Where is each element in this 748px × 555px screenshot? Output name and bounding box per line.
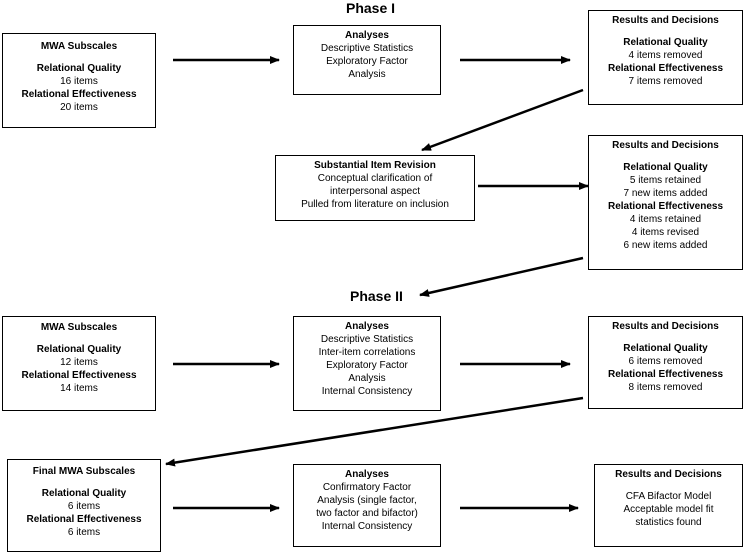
box-line: 8 items removed (628, 382, 703, 393)
relational-effectiveness-items: 14 items (60, 383, 98, 394)
box-line: interpersonal aspect (329, 186, 421, 197)
results-decisions-box: Results and Decisions Relational Quality… (588, 316, 743, 409)
box-line: Descriptive Statistics (320, 334, 414, 345)
box-title: Results and Decisions (612, 321, 719, 332)
box-title: Results and Decisions (612, 15, 719, 26)
mwa-subscales-box: MWA Subscales Relational Quality 16 item… (2, 33, 156, 128)
relational-effectiveness-label: Relational Effectiveness (21, 89, 137, 100)
relational-quality-label: Relational Quality (623, 343, 708, 354)
box-line: 6 items removed (628, 356, 703, 367)
relational-effectiveness-label: Relational Effectiveness (607, 201, 724, 212)
box-line: Analysis (single factor, (317, 495, 417, 506)
relational-quality-items: 6 items (67, 501, 101, 512)
relational-quality-label: Relational Quality (623, 162, 708, 173)
analyses-box: Analyses Confirmatory Factor Analysis (s… (293, 464, 441, 547)
results-decisions-box: Results and Decisions Relational Quality… (588, 10, 743, 105)
box-line: Acceptable model fit (623, 504, 714, 515)
box-line: 4 items removed (628, 50, 703, 61)
phase-2-label: Phase II (350, 288, 403, 304)
box-title: Analyses (345, 321, 389, 332)
box-line: Descriptive Statistics (320, 43, 414, 54)
box-title: Substantial Item Revision (314, 160, 436, 171)
box-title: Results and Decisions (612, 140, 719, 151)
box-line: Internal Consistency (321, 521, 413, 532)
analyses-box: Analyses Descriptive Statistics Inter-it… (293, 316, 441, 411)
relational-effectiveness-label: Relational Effectiveness (21, 370, 137, 381)
arrow-results3-to-mwa3 (165, 396, 584, 467)
results-decisions-box: Results and Decisions CFA Bifactor Model… (594, 464, 743, 547)
box-line: 4 items revised (631, 227, 700, 238)
relational-effectiveness-label: Relational Effectiveness (607, 63, 724, 74)
box-line: Exploratory Factor (326, 56, 408, 67)
box-line: two factor and bifactor) (316, 508, 418, 519)
final-mwa-subscales-box: Final MWA Subscales Relational Quality 6… (7, 459, 161, 552)
box-title: Final MWA Subscales (32, 466, 136, 477)
phase-1-label: Phase I (346, 0, 396, 16)
relational-quality-label: Relational Quality (41, 488, 127, 499)
box-line: Conceptual clarification of (317, 173, 433, 184)
box-title: Analyses (345, 469, 389, 480)
relational-quality-label: Relational Quality (623, 37, 708, 48)
relational-effectiveness-label: Relational Effectiveness (607, 369, 724, 380)
box-line: Exploratory Factor (326, 360, 408, 371)
relational-quality-items: 12 items (60, 357, 98, 368)
box-line: 7 items removed (628, 76, 703, 87)
analyses-box: Analyses Descriptive Statistics Explorat… (293, 25, 441, 95)
box-line: 4 items retained (629, 214, 702, 225)
box-line: 7 new items added (623, 188, 708, 199)
box-title: Results and Decisions (615, 469, 722, 480)
box-line: 6 new items added (623, 240, 708, 251)
arrow-results2-to-phase2 (419, 256, 584, 297)
relational-effectiveness-items: 6 items (67, 527, 101, 538)
mwa-subscales-box: MWA Subscales Relational Quality 12 item… (2, 316, 156, 411)
box-title: Analyses (345, 30, 389, 41)
substantial-item-revision-box: Substantial Item Revision Conceptual cla… (275, 155, 475, 221)
box-line: CFA Bifactor Model (625, 491, 712, 502)
box-title: MWA Subscales (40, 41, 118, 52)
box-line: Pulled from literature on inclusion (301, 199, 449, 210)
box-line: Analysis (348, 69, 386, 80)
box-line: Analysis (348, 373, 386, 384)
box-line: Inter-item correlations (318, 347, 416, 358)
relational-quality-label: Relational Quality (36, 63, 122, 74)
relational-effectiveness-items: 20 items (60, 102, 98, 113)
results-decisions-box: Results and Decisions Relational Quality… (588, 135, 743, 270)
relational-quality-label: Relational Quality (36, 344, 122, 355)
box-line: 5 items retained (629, 175, 702, 186)
arrow-results1-to-revision (421, 88, 584, 152)
relational-quality-items: 16 items (60, 76, 98, 87)
box-title: MWA Subscales (40, 322, 118, 333)
box-line: Internal Consistency (321, 386, 413, 397)
box-line: statistics found (635, 517, 702, 528)
box-line: Confirmatory Factor (322, 482, 412, 493)
relational-effectiveness-label: Relational Effectiveness (26, 514, 142, 525)
